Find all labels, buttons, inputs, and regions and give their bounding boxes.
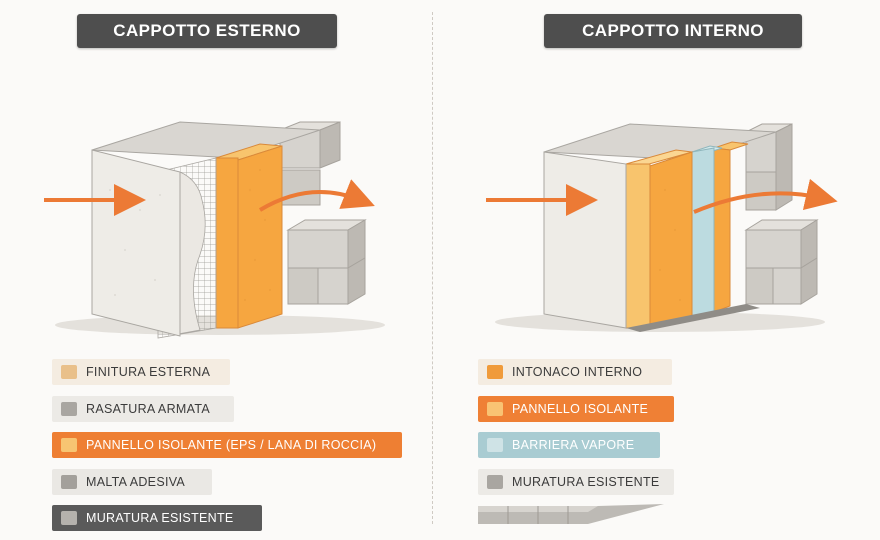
legend-item: FINITURA ESTERNA xyxy=(52,359,230,385)
legend-swatch-icon xyxy=(61,438,77,452)
masonry-block xyxy=(279,121,367,305)
legend-label: MURATURA ESISTENTE xyxy=(86,511,234,525)
legend-label: FINITURA ESTERNA xyxy=(86,365,211,379)
legend-swatch-icon xyxy=(61,474,77,489)
legend-item: BARRIERA VAPORE xyxy=(478,432,660,458)
heat-flow-arrow-out xyxy=(693,178,838,214)
legend-item: MALTA ADESIVA xyxy=(52,468,212,495)
legend-label: BARRIERA VAPORE xyxy=(512,438,635,452)
interior-plaster-layer xyxy=(713,141,749,313)
wall-top-face xyxy=(91,121,321,159)
legend-label: MALTA ADESIVA xyxy=(86,474,186,489)
title-cappotto-interno: CAPPOTTO INTERNO xyxy=(544,14,802,48)
legend-item: PANNELLO ISOLANTE (EPS / LANA DI ROCCIA) xyxy=(52,432,402,458)
legend-label: PANNELLO ISOLANTE (EPS / LANA DI ROCCIA) xyxy=(86,438,377,452)
insulation-panel xyxy=(215,143,283,329)
legend-label: MURATURA ESISTENTE xyxy=(512,474,660,489)
legend-item: MURATURA ESISTENTE xyxy=(478,468,674,495)
legend-swatch-icon xyxy=(487,474,503,489)
legend-item: RASATURA ARMATA xyxy=(52,395,234,422)
wall-front-face xyxy=(543,151,627,329)
legend-item: INTONACO INTERNO xyxy=(478,359,672,385)
wall-top-face xyxy=(543,123,777,161)
legend-swatch-icon xyxy=(61,401,77,416)
legend-item: MURATURA ESISTENTE xyxy=(52,505,262,531)
legend-swatch-icon xyxy=(487,365,503,379)
legend-label: RASATURA ARMATA xyxy=(86,401,210,416)
legend-swatch-icon xyxy=(61,365,77,379)
base-plate xyxy=(626,304,760,332)
legend-label: INTONACO INTERNO xyxy=(512,365,643,379)
masonry-strip xyxy=(478,504,664,524)
legend-swatch-icon xyxy=(487,401,503,416)
heat-flow-arrow-out xyxy=(258,179,375,212)
insulation-panel xyxy=(625,149,693,329)
wall-front-face xyxy=(91,149,181,337)
title-cappotto-esterno: CAPPOTTO ESTERNO xyxy=(77,14,337,48)
diagram-cappotto-interno xyxy=(486,123,838,332)
masonry-block xyxy=(744,123,819,305)
legend-item: PANNELLO ISOLANTE xyxy=(478,395,674,422)
legend-swatch-icon xyxy=(487,438,503,452)
panel-divider xyxy=(432,12,433,524)
diagram-cappotto-esterno xyxy=(44,121,385,339)
render-layer xyxy=(177,171,206,335)
legend-swatch-icon xyxy=(61,511,77,525)
legend-label: PANNELLO ISOLANTE xyxy=(512,401,649,416)
